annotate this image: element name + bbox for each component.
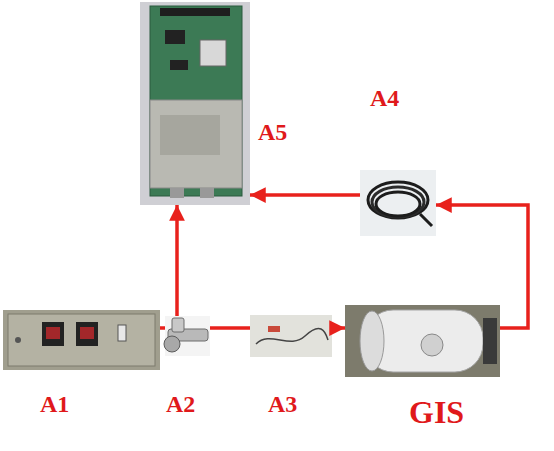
part-label: A3 (268, 392, 297, 416)
photo-node: GIS (345, 305, 500, 377)
bnc-tee (164, 316, 210, 356)
part-label: A5 (258, 120, 287, 144)
signal-arrow (250, 193, 360, 197)
photo-node: A4 (360, 170, 436, 236)
daq-board (140, 2, 250, 205)
signal-arrow (436, 205, 528, 328)
photo-node: A1 (3, 310, 160, 370)
signal-arrow (332, 326, 345, 330)
part-label: GIS (409, 396, 464, 428)
photo-node: A3 (250, 315, 332, 357)
part-label: A2 (166, 392, 195, 416)
pulse-generator (3, 310, 160, 370)
coax-cable-coil (360, 170, 436, 236)
signal-arrow (160, 326, 165, 330)
gis-tank (345, 305, 500, 377)
photo-node: A2 (165, 316, 210, 356)
photo-node: A5 (140, 2, 250, 205)
signal-arrow (210, 326, 250, 330)
signal-arrow (175, 205, 179, 316)
sensor-cable (250, 315, 332, 357)
part-label: A4 (370, 86, 399, 110)
part-label: A1 (40, 392, 69, 416)
